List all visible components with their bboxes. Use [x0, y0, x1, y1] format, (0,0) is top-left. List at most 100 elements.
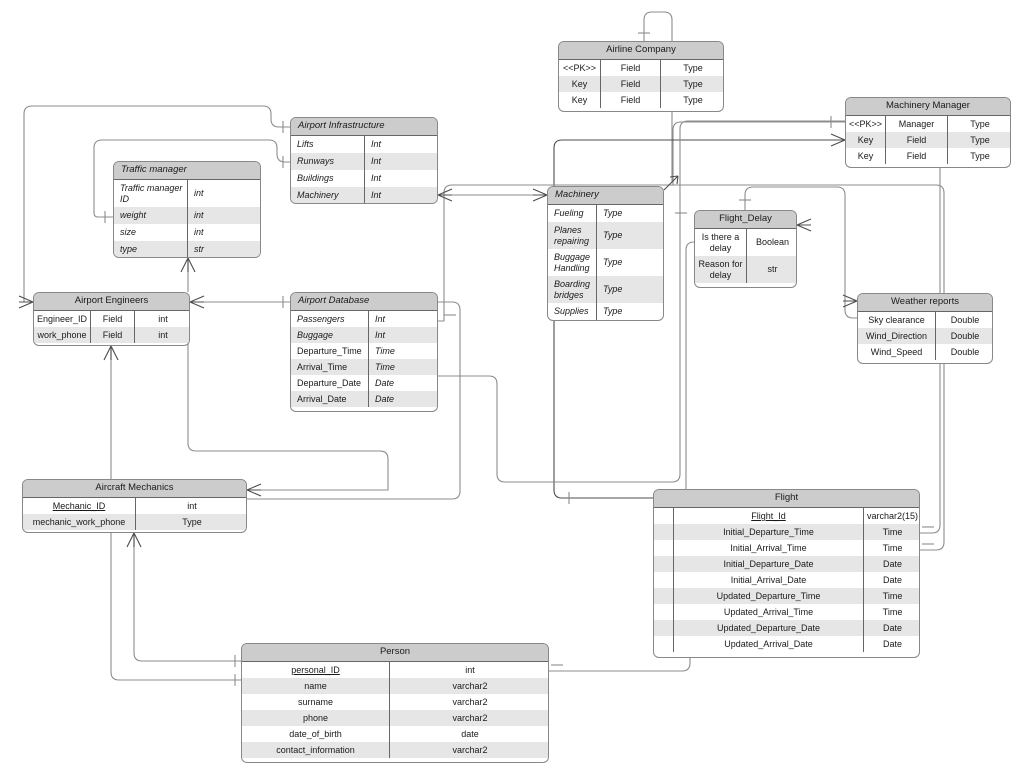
cell-flight-r2-c2: Time	[882, 542, 903, 553]
cell-flight-r0-c0	[654, 508, 674, 524]
entity-title-machinery: Machinery	[548, 187, 663, 205]
entity-title-airport-engineers: Airport Engineers	[34, 293, 189, 311]
cell-flight-r8-c1: Updated_Arrival_Date	[674, 636, 864, 652]
cell-flight-r3-c0	[654, 556, 674, 572]
crowsfoot-mechanics-right	[246, 483, 262, 497]
cell-machinery-r0-c1: Type	[603, 208, 623, 219]
cell-person-r3-c1: varchar2	[452, 712, 488, 723]
cell-flight-r7-c0	[654, 620, 674, 636]
entity-title-flight-delay: Flight_Delay	[695, 211, 796, 229]
cell-flight-r6-c0	[654, 604, 674, 620]
entity-title-person: Person	[242, 644, 548, 662]
cell-flight-r1-c1: Initial_Departure_Time	[674, 524, 864, 540]
cell-traffic-manager-r1-c1: int	[194, 210, 204, 221]
entity-title-airport-infrastructure: Airport Infrastructure	[291, 118, 437, 136]
entity-title-weather-reports: Weather reports	[858, 294, 992, 312]
connector-mechanics-person	[133, 533, 241, 662]
cell-aircraft-mechanics-r1-c0: mechanic_work_phone	[23, 514, 136, 530]
cell-flight-r0-c1: Flight_Id	[674, 508, 864, 524]
table-row: Fueling Type	[548, 205, 663, 222]
cell-machinery-manager-r2-c1: Field	[886, 148, 948, 164]
cell-airport-engineers-r0-c2: int	[158, 313, 168, 324]
cell-person-r3-c0: phone	[242, 710, 390, 726]
cell-flight-r5-c2: Time	[882, 590, 903, 601]
cell-machinery-r3-c0: Boarding bridges	[548, 276, 597, 303]
cell-airport-database-r4-c0: Departure_Date	[291, 375, 369, 391]
cell-machinery-manager-r2-c2: Type	[970, 150, 990, 161]
cell-flight-r5-c1: Updated_Departure_Time	[674, 588, 864, 604]
crowsfoot-weather-left	[842, 294, 858, 308]
cell-traffic-manager-r3-c0: type	[114, 241, 188, 257]
cell-aircraft-mechanics-r1-c1: Type	[182, 516, 202, 527]
cell-airport-engineers-r1-c0: work_phone	[34, 327, 91, 343]
cell-flight-r4-c1: Initial_Arrival_Date	[674, 572, 864, 588]
cell-airport-engineers-r1-c1: Field	[91, 327, 135, 343]
cell-flight-r1-c2: Time	[882, 526, 903, 537]
table-row: Updated_Departure_Time Time	[654, 588, 919, 604]
cell-airline-company-r0-c2: Type	[683, 62, 703, 73]
cell-airline-company-r2-c1: Field	[601, 92, 661, 108]
entity-title-airline-company: Airline Company	[559, 42, 723, 60]
cell-flight-r2-c0	[654, 540, 674, 556]
cell-machinery-r4-c0: Supplies	[548, 303, 597, 320]
cell-airline-company-r2-c0: Key	[559, 92, 601, 108]
cell-airport-infrastructure-r0-c0: Lifts	[291, 136, 365, 153]
cell-machinery-manager-r2-c0: Key	[846, 148, 886, 164]
cell-airport-database-r5-c1: Date	[375, 393, 395, 404]
cell-airport-engineers-r0-c1: Field	[91, 311, 135, 327]
entity-title-aircraft-mechanics: Aircraft Mechanics	[23, 480, 246, 498]
cell-airport-database-r2-c1: Time	[375, 345, 395, 356]
cell-flight-r6-c2: Time	[882, 606, 903, 617]
cell-machinery-r1-c1: Type	[603, 230, 623, 241]
cell-flight-r4-c2: Date	[882, 574, 902, 585]
table-row: mechanic_work_phone Type	[23, 514, 246, 530]
cell-machinery-r0-c0: Fueling	[548, 205, 597, 222]
cell-person-r0-c0: personal_ID	[242, 662, 390, 678]
cell-airport-database-r5-c0: Arrival_Date	[291, 391, 369, 407]
crowsfoot-engineers-right	[189, 295, 205, 309]
cell-traffic-manager-r3-c1: str	[194, 244, 204, 255]
cell-airport-database-r3-c1: Time	[375, 361, 395, 372]
entity-title-traffic-manager: Traffic manager	[114, 162, 260, 180]
cell-machinery-r2-c1: Type	[603, 257, 623, 268]
cell-flight-delay-r0-c0: Is there a delay	[695, 229, 747, 256]
crowsfoot-engineers-down	[103, 345, 119, 361]
